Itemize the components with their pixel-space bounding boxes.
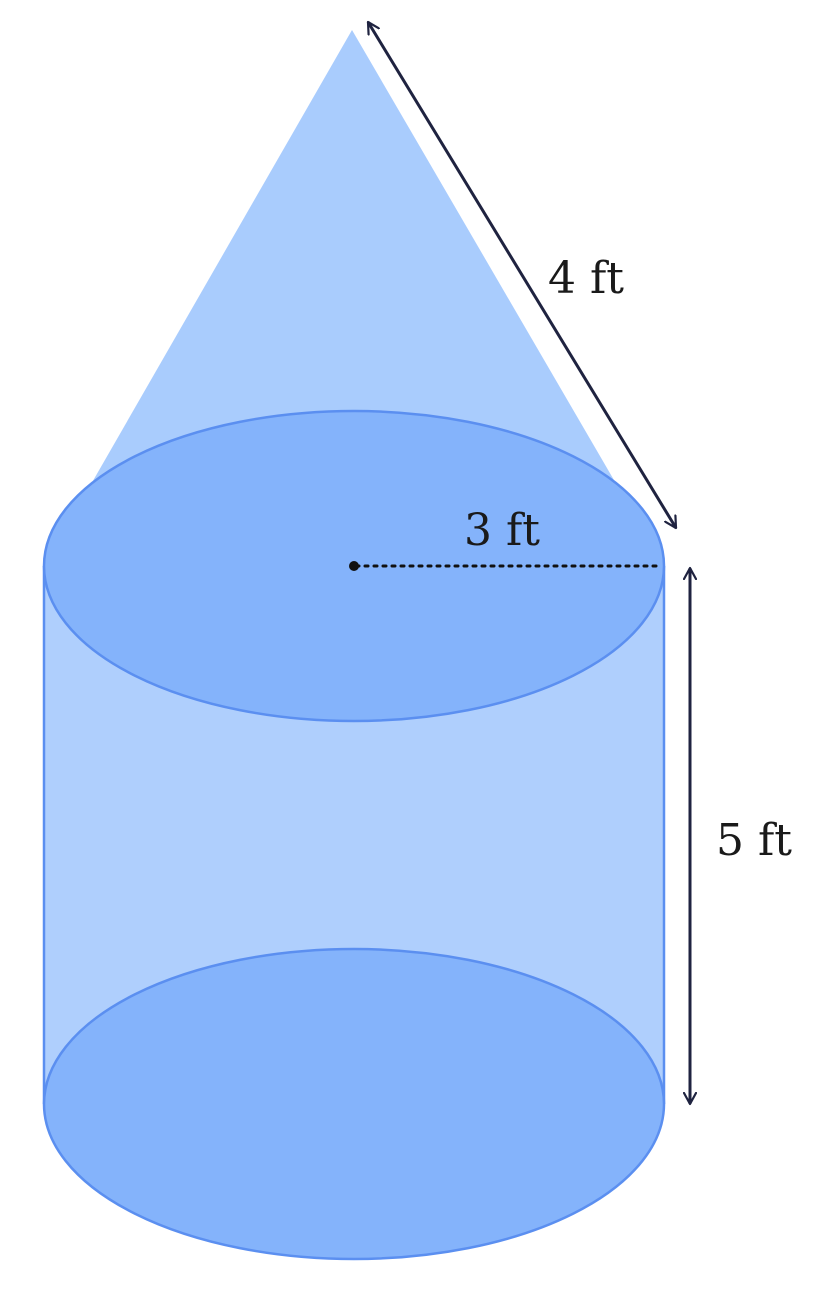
height-label: 5 ft <box>716 815 792 866</box>
radius-label: 3 ft <box>464 505 540 556</box>
slant-height-label: 4 ft <box>548 253 624 304</box>
cylinder-bottom-base <box>42 947 666 1261</box>
center-point <box>349 561 359 571</box>
slant-height-arrow <box>366 22 678 528</box>
